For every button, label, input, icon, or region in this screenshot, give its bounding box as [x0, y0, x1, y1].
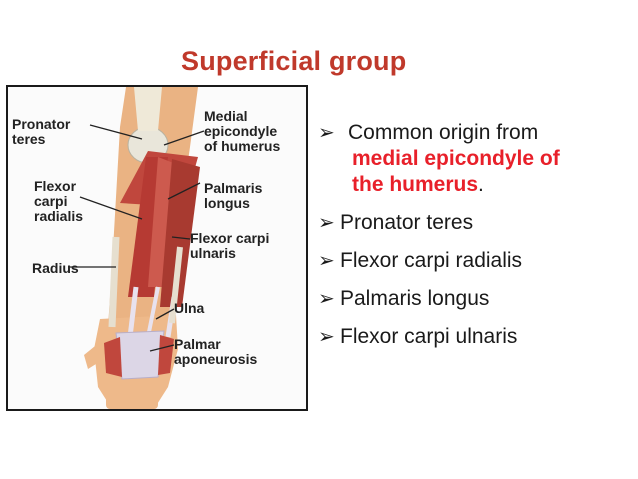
bullet-arrow-icon: ➢ [318, 212, 335, 234]
bullet-arrow-icon: ➢ [318, 326, 335, 348]
bullet-item: ➢Pronator teres [318, 210, 634, 236]
bullet-arrow-icon: ➢ [318, 122, 335, 144]
bullet-list: ➢ Common origin from medial epicondyle o… [318, 120, 634, 362]
forearm-illustration [70, 87, 205, 409]
label-pronator-teres: Pronator teres [12, 116, 71, 147]
leader-lines [70, 124, 205, 352]
ulna-bone [169, 246, 183, 324]
tendon-2 [146, 286, 160, 338]
label-flexor-carpi-radialis: Flexor carpi radialis [34, 178, 84, 224]
bullet-arrow-icon: ➢ [318, 250, 335, 272]
radius-bone [108, 236, 120, 328]
leader-palmar-aponeurosis [149, 344, 175, 352]
leader-pronator-teres [89, 124, 143, 140]
leader-medial-epicondyle [163, 130, 205, 146]
hypothenar-muscle [158, 335, 174, 375]
finger-2 [120, 387, 130, 409]
highlight-medial-epicondyle: medial epicondyle of [352, 147, 560, 170]
forearm-anatomy-figure: Pronator teres Medial epicondyle of hume… [6, 85, 308, 411]
label-palmaris-longus: Palmaris longus [204, 180, 263, 211]
palmar-aponeurosis-shape [115, 330, 165, 380]
bullet-common-origin: ➢ Common origin from medial epicondyle o… [318, 120, 634, 198]
leader-ulna [155, 308, 175, 320]
thumb [84, 342, 104, 369]
bullet-text: Palmaris longus [340, 287, 490, 310]
finger-4 [148, 383, 158, 409]
thenar-muscle [104, 337, 122, 377]
label-flexor-carpi-ulnaris: Flexor carpi ulnaris [190, 230, 270, 261]
bullet-item: ➢Flexor carpi ulnaris [318, 324, 634, 350]
bullet-arrow-icon: ➢ [318, 288, 335, 310]
leader-flexor-carpi-ulnaris [171, 236, 191, 240]
slide-title: Superficial group [181, 46, 407, 76]
tendon-1 [127, 286, 139, 338]
bullet-item: ➢Flexor carpi radialis [318, 248, 634, 274]
bullet-item: ➢Palmaris longus [318, 286, 634, 312]
label-ulna: Ulna [174, 300, 205, 316]
leader-flexor-carpi-radialis [79, 196, 143, 220]
label-radius: Radius [32, 260, 79, 276]
humerus-shape [134, 87, 162, 131]
label-medial-epicondyle: Medial epicondyle of humerus [204, 108, 281, 154]
bullet-common-origin-suffix: . [478, 173, 484, 196]
finger-1 [106, 383, 116, 409]
bullet-text: Flexor carpi ulnaris [340, 325, 518, 348]
finger-3 [134, 387, 144, 409]
bullet-text: Flexor carpi radialis [340, 249, 523, 272]
label-palmar-aponeurosis: Palmar aponeurosis [174, 336, 258, 367]
highlight-humerus: the humerus [352, 173, 479, 196]
bullet-common-origin-prefix: Common origin from [348, 121, 539, 144]
leader-palmaris-longus [167, 182, 201, 200]
bullet-text: Pronator teres [340, 211, 474, 234]
flexor-carpi-ulnaris-shape [160, 159, 200, 307]
